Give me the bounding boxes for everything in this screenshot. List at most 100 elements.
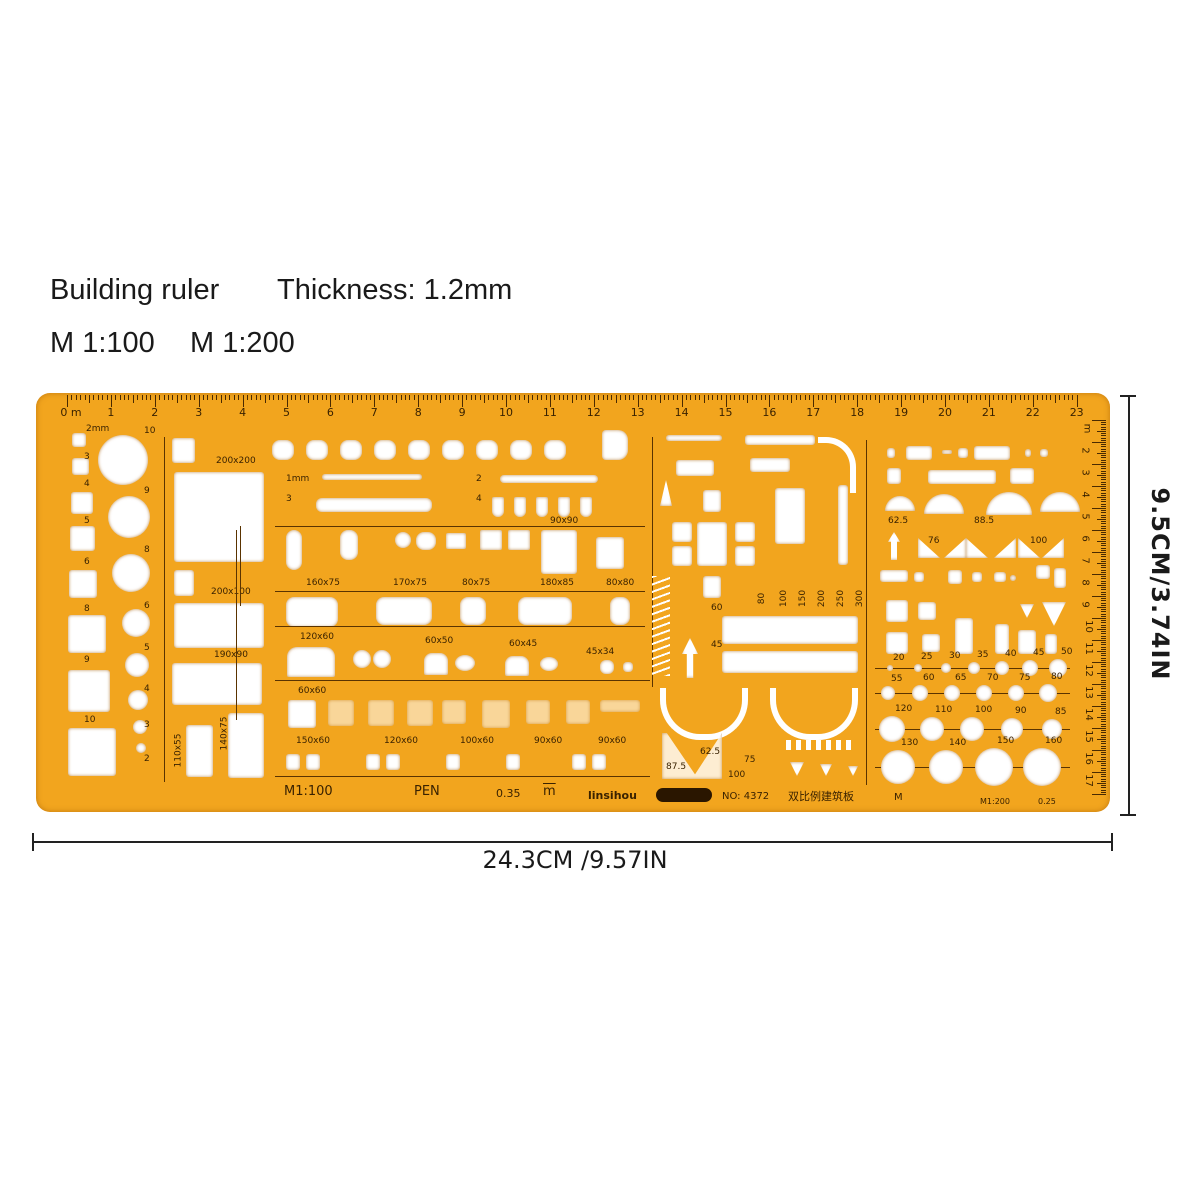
scale-tick xyxy=(1101,679,1106,681)
scale-tick xyxy=(1101,459,1106,461)
size-label: 88.5 xyxy=(974,516,995,526)
scale-tick xyxy=(953,395,955,400)
scale-tick xyxy=(1101,527,1106,529)
divider xyxy=(236,530,237,720)
scale-tick xyxy=(1101,543,1106,545)
half-circle-cutout xyxy=(924,494,964,514)
scale-tick xyxy=(707,395,709,400)
size-label: 10 xyxy=(144,426,156,436)
stove-cutout xyxy=(328,700,354,726)
scale-tick xyxy=(1101,422,1106,424)
size-label: 90x90 xyxy=(550,516,579,526)
scale-tick xyxy=(1101,732,1106,734)
circle-size-label: 30 xyxy=(949,651,961,661)
circle-template-cutout xyxy=(929,750,963,784)
scale-tick xyxy=(1101,624,1106,626)
circle-template-cutout xyxy=(944,685,960,701)
furniture-symbol-cutout xyxy=(340,440,362,460)
kitchen-sink-cutout xyxy=(446,754,460,770)
scale-tick xyxy=(712,395,714,400)
sink-cutout xyxy=(600,660,614,674)
template-cutout-square xyxy=(72,458,89,475)
circle-size-label: 70 xyxy=(987,673,999,683)
bathtub-cutout xyxy=(518,597,572,625)
pen-unit-label: m xyxy=(543,784,556,799)
scale-tick xyxy=(1101,780,1106,782)
scale-tick xyxy=(1092,530,1106,531)
scale-tick xyxy=(238,395,240,400)
scale-tick xyxy=(822,395,824,400)
scale-tick xyxy=(1101,776,1106,778)
size-label: 90x60 xyxy=(534,736,563,746)
height-dimension-cap-top xyxy=(1120,395,1136,397)
scale-tick xyxy=(1092,618,1106,619)
scale-tick xyxy=(883,395,885,400)
scale-tick xyxy=(646,395,648,400)
template-cutout-circle xyxy=(122,609,150,637)
scale-tick xyxy=(1101,754,1106,756)
sofa-arc-cutout xyxy=(818,437,856,493)
scale-tick xyxy=(492,395,494,400)
scale-tick xyxy=(1101,523,1106,525)
scale-tick xyxy=(1101,789,1106,791)
scale-tick xyxy=(102,395,104,400)
scale-tick xyxy=(119,395,121,400)
kitchen-sink-cutout xyxy=(366,754,380,770)
scale-tick xyxy=(620,395,622,400)
scale-tick xyxy=(958,395,960,400)
circle-template-cutout xyxy=(1022,660,1038,676)
scale-tick xyxy=(220,395,222,403)
scale-tick xyxy=(778,395,780,400)
scale-tick xyxy=(1101,668,1106,670)
scale-tick xyxy=(852,395,854,400)
scale-tick xyxy=(734,395,736,400)
scale-tick xyxy=(1101,666,1106,668)
top-scale-number: 23 xyxy=(1069,406,1084,419)
scale-tick xyxy=(514,395,516,400)
furniture-cutout xyxy=(880,570,908,582)
scale-tick xyxy=(1032,395,1034,407)
furniture-cutout xyxy=(995,624,1009,654)
scale-tick xyxy=(532,395,534,400)
chair-cutout xyxy=(703,490,721,512)
scale-tick xyxy=(1092,684,1106,685)
furniture-symbol-cutout xyxy=(306,440,328,460)
scale-tick xyxy=(971,395,973,400)
scale-tick xyxy=(405,395,407,400)
header-building-ruler: Building ruler xyxy=(50,274,220,306)
furniture-cutout xyxy=(914,572,924,582)
scale-tick xyxy=(1067,395,1069,400)
arrow-cutout xyxy=(682,638,698,678)
template-cutout-circle xyxy=(125,653,149,677)
template-cutout-circle xyxy=(112,554,150,592)
divider xyxy=(240,526,241,606)
scale-tick xyxy=(1076,395,1078,407)
scale-tick xyxy=(756,395,758,400)
circle-template-cutout xyxy=(912,685,928,701)
scale-tick xyxy=(1092,508,1106,509)
scale-tick xyxy=(909,395,911,400)
size-label: 120x60 xyxy=(384,736,418,746)
brand-logo xyxy=(656,788,712,802)
zigzag-cutout xyxy=(786,740,856,750)
scale-tick xyxy=(563,395,565,400)
bed-cutout xyxy=(174,570,194,596)
bed-cutout xyxy=(172,438,195,463)
scale-tick xyxy=(251,395,253,400)
top-scale-number: 21 xyxy=(981,406,996,419)
scale-tick xyxy=(962,395,964,400)
scale-tick xyxy=(369,395,371,400)
scale-tick xyxy=(1092,662,1106,663)
furniture-cutout xyxy=(928,470,996,484)
circle-size-label: 65 xyxy=(955,673,967,683)
scale-tick xyxy=(760,395,762,400)
scale-tick xyxy=(1101,488,1106,490)
scale-tick xyxy=(830,395,832,400)
scale-tick xyxy=(1101,778,1106,780)
scale-tick xyxy=(1101,510,1106,512)
circle-template-cutout xyxy=(1008,685,1024,701)
scale-tick xyxy=(1045,395,1047,400)
scale-tick xyxy=(93,395,95,400)
circle-size-label: 130 xyxy=(901,738,919,748)
stair-width-label: 150 xyxy=(798,589,809,608)
